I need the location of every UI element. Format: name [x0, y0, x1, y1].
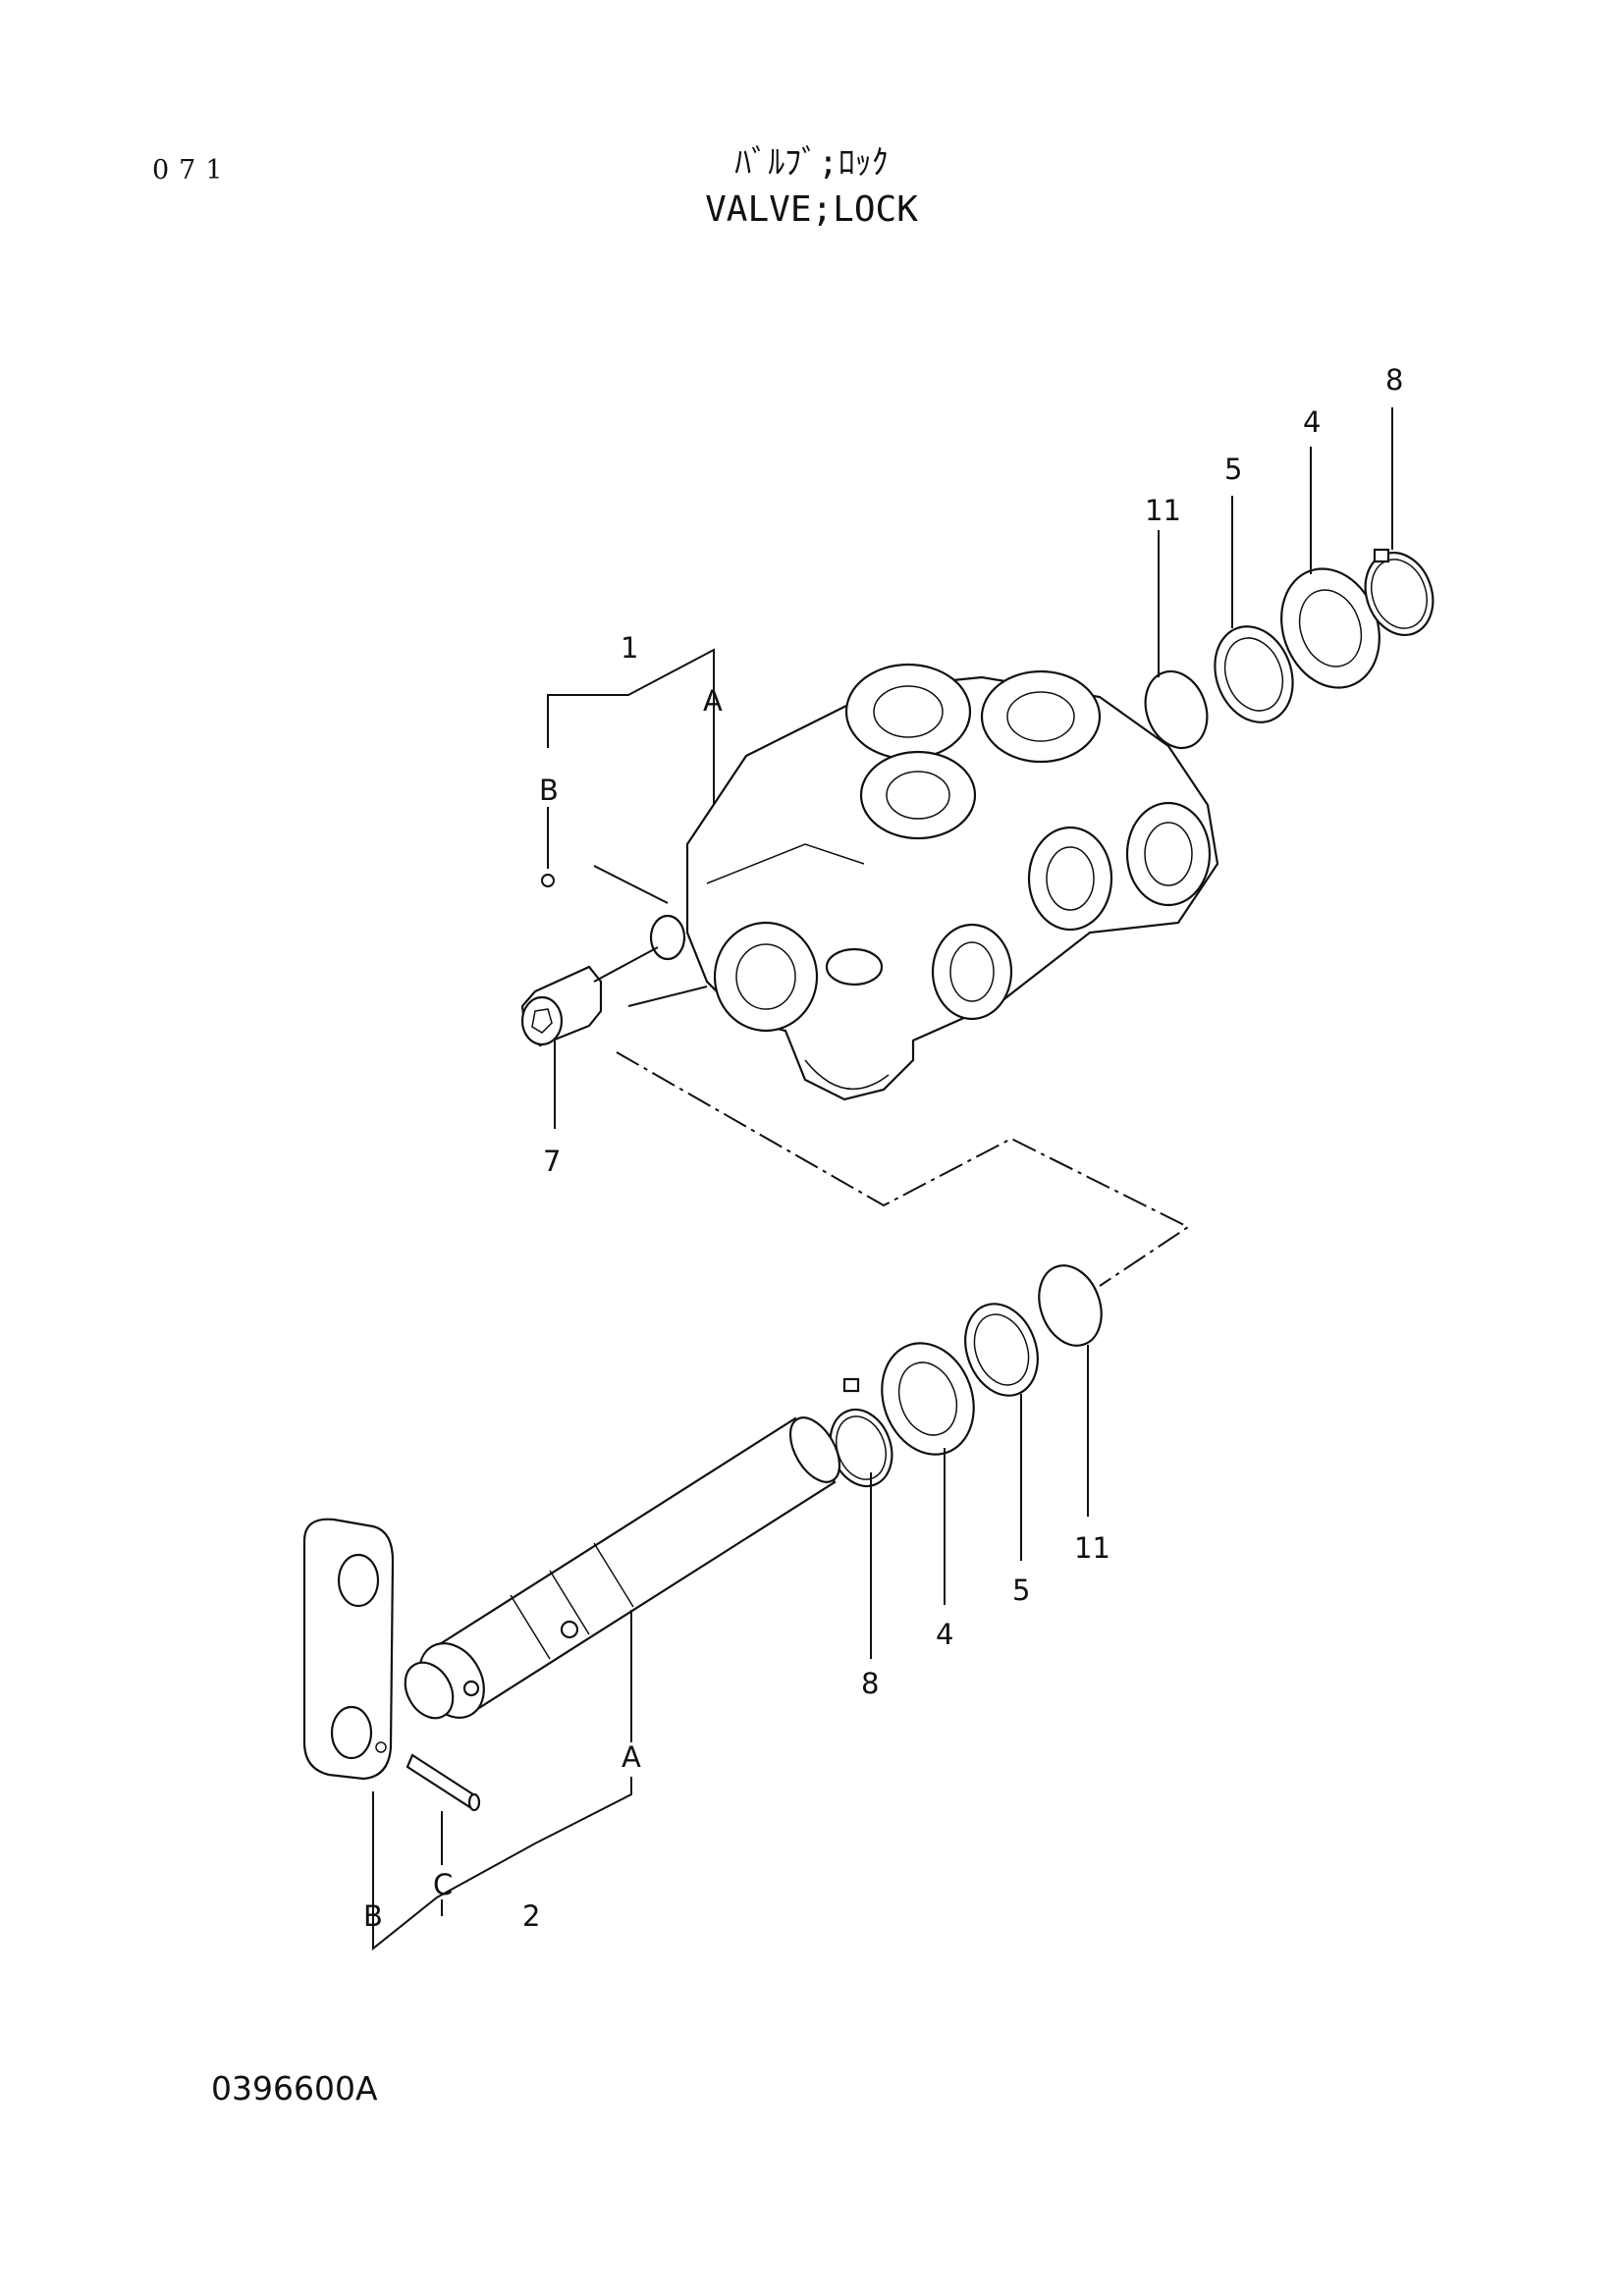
spool-shaft	[404, 1416, 841, 1720]
title-english: VALVE;LOCK	[705, 189, 918, 230]
callout-A-bottom: A	[622, 1740, 641, 1774]
callout-A-top: A	[703, 684, 723, 718]
callout-11-bottom: 11	[1074, 1531, 1110, 1565]
callout-C: C	[433, 1868, 453, 1901]
callout-B-bottom: B	[363, 1899, 383, 1933]
callout-4-bottom: 4	[936, 1618, 953, 1651]
callout-5-bottom: 5	[1012, 1574, 1030, 1607]
drawing-number: 0396600A	[211, 2069, 378, 2108]
callout-7: 7	[543, 1145, 561, 1178]
lever-plate	[302, 1518, 395, 1781]
callout-4-top: 4	[1303, 405, 1321, 439]
callout-11-top: 11	[1145, 494, 1181, 527]
callout-B-top: B	[539, 774, 559, 807]
pin	[375, 1741, 481, 1812]
callout-5-top: 5	[1224, 453, 1242, 486]
leader-lines	[372, 407, 1393, 1951]
callout-8-top: 8	[1385, 363, 1403, 397]
callout-1: 1	[621, 631, 638, 665]
callout-2: 2	[522, 1899, 540, 1933]
page-number: 071	[152, 155, 233, 186]
bottom-seal-stack	[829, 1264, 1103, 1488]
valve-body	[649, 663, 1219, 1101]
callout-labels: 1 A B 7 11 5 4 8 8 4 5 11 A C B 2	[363, 363, 1403, 1933]
plug	[520, 965, 603, 1047]
title-japanese: ﾊﾞﾙﾌﾞ;ﾛｯｸ	[734, 143, 889, 183]
callout-8-bottom: 8	[861, 1667, 879, 1700]
top-seal-stack	[1144, 548, 1434, 750]
